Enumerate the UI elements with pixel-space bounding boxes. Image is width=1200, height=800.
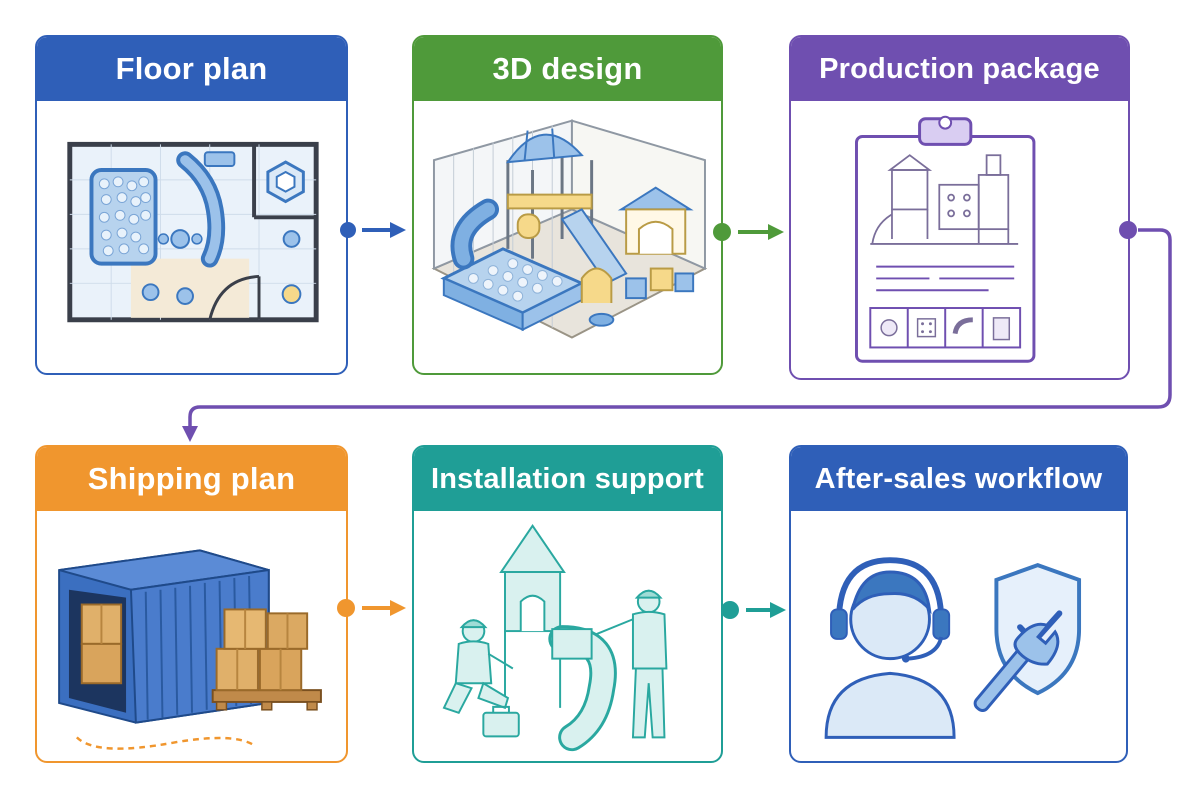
step-title: Production package bbox=[791, 37, 1128, 101]
arrow-5-to-6 bbox=[721, 601, 786, 619]
arrow-2-to-3 bbox=[713, 223, 784, 241]
step-title: Shipping plan bbox=[37, 447, 346, 511]
step-title: Floor plan bbox=[37, 37, 346, 101]
step-title: After-sales workflow bbox=[791, 447, 1126, 511]
floor-plan-icon bbox=[67, 141, 319, 323]
step-floor-plan: Floor plan bbox=[35, 35, 348, 375]
step-installation-support: Installation support bbox=[412, 445, 723, 763]
step-after-sales-workflow: After-sales workflow bbox=[789, 445, 1128, 763]
step-3d-design: 3D design bbox=[412, 35, 723, 375]
step-title: 3D design bbox=[414, 37, 721, 101]
step-production-package: Production package bbox=[789, 35, 1130, 380]
step-shipping-plan: Shipping plan bbox=[35, 445, 348, 763]
3d-playground-icon bbox=[431, 119, 708, 339]
clipboard-icon bbox=[855, 115, 1036, 363]
installation-workers-icon bbox=[442, 524, 668, 752]
arrow-1-to-2 bbox=[340, 222, 406, 238]
support-agent-icon bbox=[824, 557, 1082, 739]
shipping-container-icon bbox=[58, 549, 322, 750]
step-title: Installation support bbox=[414, 447, 721, 511]
